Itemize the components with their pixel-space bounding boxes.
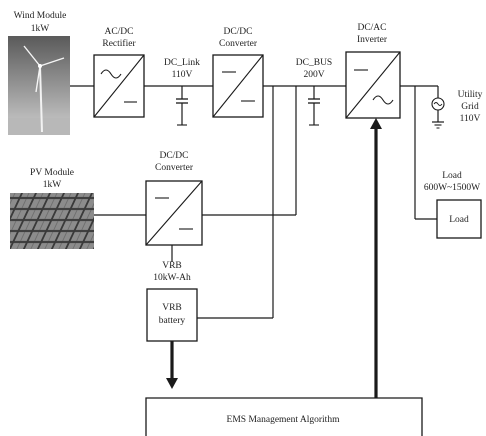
ems-connections bbox=[166, 118, 382, 398]
wind-turbine-image bbox=[8, 36, 70, 135]
rectifier-type-label: AC/DC bbox=[104, 27, 133, 37]
pv-panel-image bbox=[10, 193, 94, 249]
utility-grid: Utility Grid 110V bbox=[432, 90, 483, 128]
vrb-box-line2: battery bbox=[159, 316, 186, 326]
load: Load 600W~1500W Load bbox=[424, 171, 481, 238]
converter-pv-type-label: DC/DC bbox=[159, 151, 188, 161]
converter-top-type-label: DC/DC bbox=[223, 27, 252, 37]
wind-module-title: Wind Module bbox=[14, 11, 67, 21]
grid-label-line2: Grid bbox=[461, 102, 479, 112]
load-range: 600W~1500W bbox=[424, 183, 480, 193]
wind-module-rating: 1kW bbox=[31, 24, 50, 34]
grid-label-line1: Utility bbox=[458, 90, 483, 100]
pv-module-title: PV Module bbox=[30, 168, 74, 178]
rectifier-name-label: Rectifier bbox=[102, 38, 136, 49]
dc-bus-name: DC_BUS bbox=[296, 58, 332, 68]
vrb-block bbox=[147, 289, 197, 341]
converter-top-name-label: Converter bbox=[219, 39, 258, 49]
vrb-title: VRB bbox=[162, 261, 182, 271]
dcdc-converter-pv: DC/DC Converter bbox=[146, 151, 202, 245]
grid-label-line3: 110V bbox=[460, 114, 481, 124]
dc-link-voltage: 110V bbox=[172, 70, 193, 80]
acdc-rectifier: AC/DC Rectifier bbox=[94, 27, 144, 117]
wiring bbox=[70, 86, 438, 318]
vrb-battery: VRB 10kW-Ah VRB battery bbox=[147, 261, 197, 341]
load-box-label: Load bbox=[449, 215, 469, 225]
vrb-capacity: 10kW-Ah bbox=[153, 273, 191, 283]
inverter-type-label: DC/AC bbox=[357, 23, 386, 33]
arrow-down-icon bbox=[166, 378, 178, 389]
dcdc-converter-top: DC/DC Converter bbox=[213, 27, 263, 117]
converter-pv-name-label: Converter bbox=[155, 163, 194, 173]
dc-link-name: DC_Link bbox=[164, 58, 200, 68]
wind-module: Wind Module 1kW bbox=[8, 11, 70, 135]
inverter-name-label: Inverter bbox=[357, 35, 388, 45]
vrb-box-line1: VRB bbox=[162, 303, 182, 313]
dcac-inverter: DC/AC Inverter bbox=[346, 23, 400, 118]
ems-label: EMS Management Algorithm bbox=[227, 415, 341, 425]
dc-bus-voltage: 200V bbox=[303, 70, 324, 80]
pv-module-rating: 1kW bbox=[43, 180, 62, 190]
arrow-up-icon bbox=[370, 118, 382, 129]
pv-module: PV Module 1kW bbox=[10, 168, 94, 249]
load-title: Load bbox=[442, 171, 462, 181]
ems-management-block: EMS Management Algorithm bbox=[146, 398, 422, 436]
